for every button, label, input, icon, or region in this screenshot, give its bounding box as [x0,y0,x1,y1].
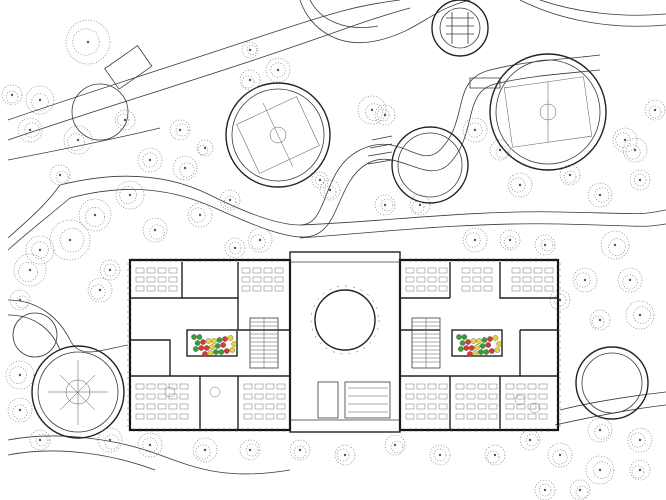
tree-icon [5,360,35,390]
tree-icon [534,234,556,256]
tree-icon [644,99,666,121]
football-field-center [225,82,331,188]
football-field-east [489,53,607,171]
tree-icon [13,253,47,287]
tree-canopies [1,19,666,500]
classroom-furniture [135,267,554,420]
tree-icon [585,455,615,485]
tree-icon [559,164,581,186]
tree-icon [629,169,651,191]
tree-icon [374,194,396,216]
tree-icon [9,289,31,311]
tree-icon [569,479,591,500]
tree-icon [357,95,387,125]
tree-icon [187,202,213,228]
tree-icon [29,429,51,451]
tree-icon [612,127,638,153]
tree-icon [169,119,191,141]
tree-icon [534,479,556,500]
tree-icon [319,179,341,201]
tree-icon [572,267,598,293]
tree-icon [589,309,611,331]
tree-icon [265,57,291,83]
playground-circle-west [31,345,125,439]
garden-plants-west [191,334,237,357]
tree-icon [587,417,613,443]
tree-icon [99,259,121,281]
tree-icon [462,227,488,253]
tree-icon [489,139,511,161]
tree-icon [224,237,246,259]
tree-icon [587,182,613,208]
tree-icon [289,439,311,461]
courtyard-garden-west [186,329,238,357]
tree-icon [247,227,273,253]
tree-icon [97,427,123,453]
tree-icon [507,172,533,198]
tree-icon [499,229,521,251]
tree-icon [384,434,406,456]
round-court-top [431,0,489,57]
landscape-paths [7,0,666,475]
tree-icon [172,155,198,181]
tree-icon [374,104,396,126]
tree-icon [196,139,214,157]
tree-icon [627,427,653,453]
tree-icon [78,198,112,232]
tree-icon [484,444,506,466]
tree-icon [311,171,329,189]
tree-icon [25,85,55,115]
tree-icon [65,19,111,65]
circular-sports-court [367,126,469,204]
tree-icon [17,117,43,143]
tree-icon [114,109,136,131]
small-circles-west [12,45,501,358]
tree-icon [87,277,113,303]
tree-icon [617,267,643,293]
tree-icon [1,84,23,106]
tree-icon [49,219,91,261]
tree-icon [115,180,145,210]
tree-icon [429,444,451,466]
central-hall-stalls [317,381,391,419]
tree-icon [137,432,163,458]
school-building-floor-plan [127,251,561,433]
tree-icon [63,125,93,155]
tree-icon [241,41,259,59]
tree-icon [409,194,431,216]
tree-icon [239,69,261,91]
tree-icon [192,437,218,463]
tree-icon [7,397,33,423]
tree-icon [25,235,55,265]
tree-icon [219,189,241,211]
central-atrium-circle [314,289,376,351]
tree-icon [519,429,541,451]
round-plaza-east [575,346,649,420]
tree-icon [462,117,488,143]
garden-plants-east [456,334,502,357]
tree-icon [49,164,71,186]
stair-east [411,317,441,369]
tree-icon [629,459,651,481]
tree-icon [547,442,573,468]
tree-icon [600,230,630,260]
facade-mullions [127,258,561,432]
tree-icon [142,217,168,243]
tree-icon [625,300,655,330]
tree-icon [239,439,261,461]
courtyard-garden-east [451,329,503,357]
tree-icon [334,444,356,466]
tree-icon [622,137,648,163]
tree-icon [137,147,163,173]
stair-west [249,317,279,369]
